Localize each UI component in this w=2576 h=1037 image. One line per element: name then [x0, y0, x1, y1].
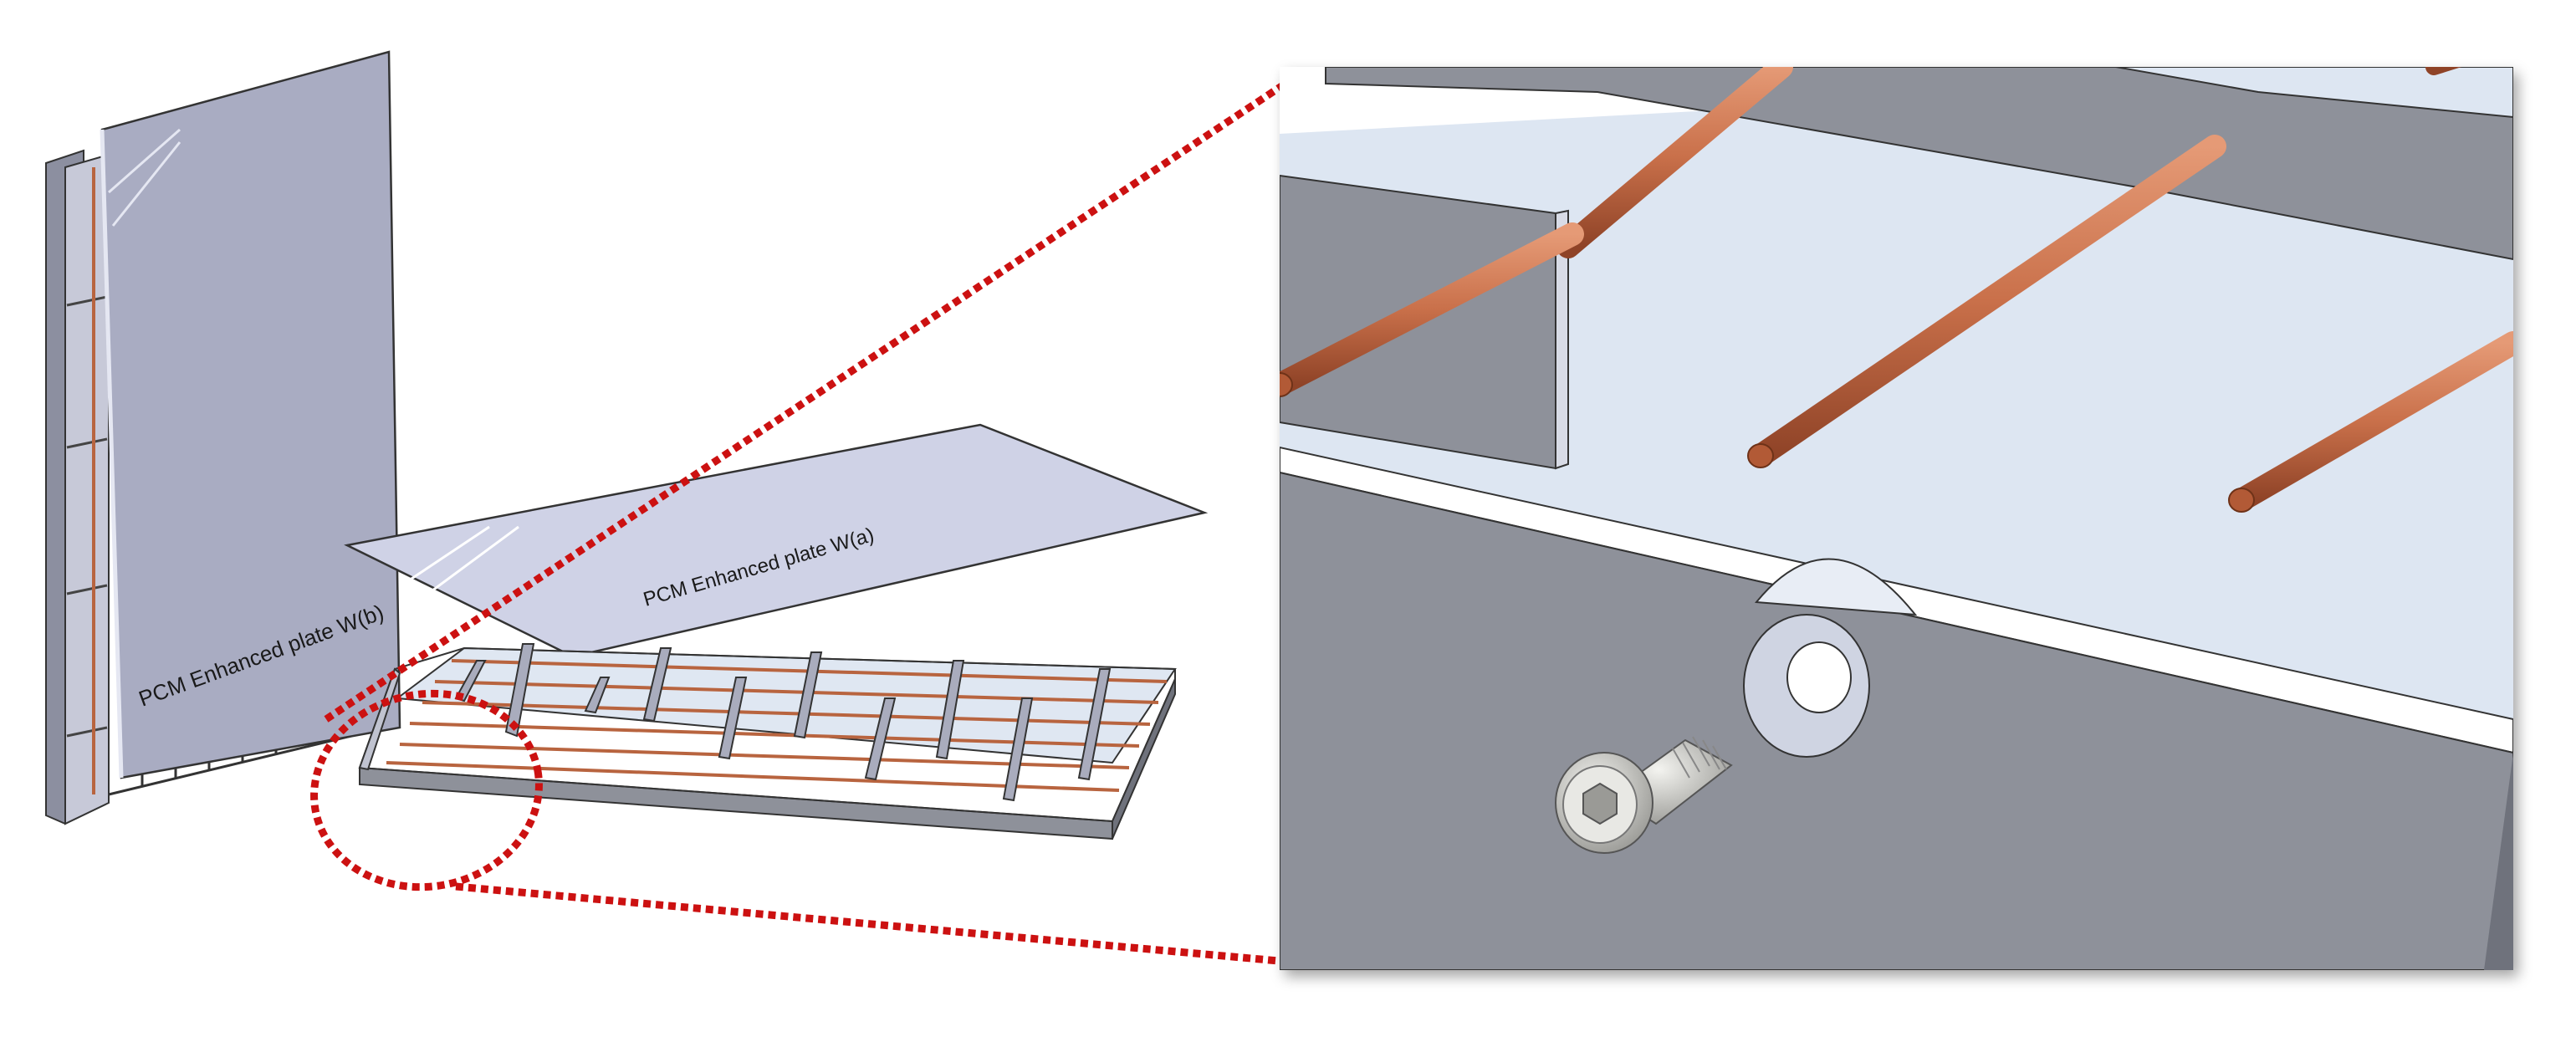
callout-line-top: [324, 70, 1303, 723]
vertical-plate-edge-highlight: [100, 129, 124, 779]
tray-assembly: [358, 643, 1177, 840]
callout-line-bottom: [455, 882, 1289, 966]
detail-left-divider-edge: [1555, 209, 1569, 470]
vertical-frame-ribs: [66, 295, 108, 738]
detail-screw: [1555, 736, 1733, 854]
tilted-plate-w-a: [344, 423, 1209, 658]
tray-right-wall: [1112, 678, 1176, 840]
detail-right-end-face: [2484, 753, 2513, 970]
tilted-plate-chamfer: [401, 525, 519, 600]
vertical-plate-chamfer: [108, 128, 181, 227]
highlight-circle: [310, 689, 543, 891]
detail-screw-hex-socket: [1582, 782, 1618, 825]
detail-back-wall-top: [2115, 67, 2513, 119]
detail-view: [1280, 67, 2513, 970]
detail-rod-end-caps: [1280, 372, 2255, 513]
vertical-frame-face: [64, 153, 110, 825]
detail-copper-rods: [1280, 67, 2513, 512]
highlight-callout: [310, 70, 1303, 966]
tray-front-wall: [359, 766, 1113, 840]
detail-notch: [1755, 558, 1918, 616]
detail-screw-hole: [1743, 614, 1870, 758]
tilted-plate-assembly: PCM Enhanced plate W(a): [344, 423, 1209, 658]
tray-baffles: [454, 643, 1112, 802]
vertical-plate-assembly: PCM Enhanced plate W(b): [45, 50, 401, 825]
